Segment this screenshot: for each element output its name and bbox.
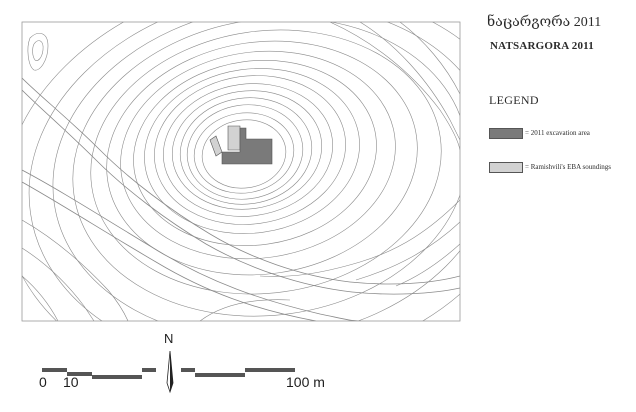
site-features bbox=[209, 125, 273, 165]
legend-item-excavation-area: = 2011 excavation area bbox=[489, 127, 590, 139]
north-arrow-icon bbox=[166, 350, 174, 394]
contour-lines bbox=[22, 22, 460, 321]
ramishvili-eba-sounding-2 bbox=[209, 135, 223, 157]
map-title-georgian: ნაცარგორა 2011 bbox=[487, 15, 602, 30]
legend-heading: LEGEND bbox=[489, 93, 539, 107]
legend-item-eba-soundings: = Ramishvili's EBA soundings bbox=[489, 161, 611, 173]
map-title-english: NATSARGORA 2011 bbox=[490, 40, 594, 52]
scale-label-end: 100 m bbox=[286, 374, 325, 390]
legend-label-excavation-area: = 2011 excavation area bbox=[525, 129, 590, 137]
north-label: N bbox=[164, 331, 174, 346]
excavation-area-2011 bbox=[221, 127, 273, 165]
legend-swatch-excavation-area bbox=[489, 127, 523, 139]
legend-swatch-eba-soundings bbox=[489, 161, 523, 173]
scale-label-mid: 10 bbox=[63, 374, 79, 390]
scale-bar bbox=[42, 368, 295, 379]
legend-label-eba-soundings: = Ramishvili's EBA soundings bbox=[525, 163, 611, 171]
map-border bbox=[21, 21, 461, 322]
scale-label-start: 0 bbox=[39, 374, 47, 390]
ramishvili-eba-sounding-1 bbox=[227, 125, 241, 151]
